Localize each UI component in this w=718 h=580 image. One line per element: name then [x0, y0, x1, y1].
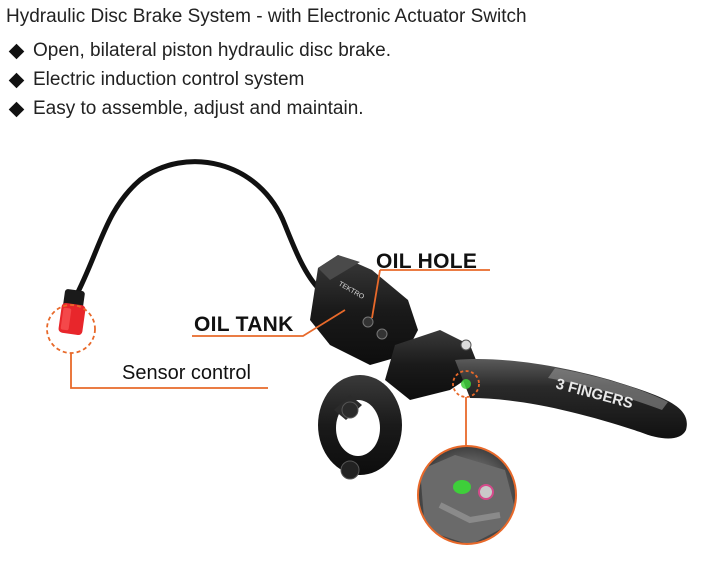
feature-text: Easy to assemble, adjust and maintain.: [33, 98, 364, 119]
magnet-zoom-detail: [418, 446, 516, 544]
feature-item: Easy to assemble, adjust and maintain.: [8, 98, 364, 120]
lever-arm: [385, 330, 480, 400]
brake-body: TEKTRO: [310, 255, 418, 365]
feature-item: Open, bilateral piston hydraulic disc br…: [8, 40, 391, 62]
sensor-connector: [58, 289, 86, 336]
feature-text: Electric induction control system: [33, 69, 305, 90]
sensor-cable: [72, 159, 323, 301]
lever-blade: [455, 359, 687, 439]
sensor-leader-line: [70, 353, 268, 389]
pivot-highlight-circle: [452, 370, 480, 398]
oil-tank-label: OIL TANK: [194, 313, 294, 336]
feature-text: Open, bilateral piston hydraulic disc br…: [33, 40, 392, 61]
oil-hole-label: OIL HOLE: [376, 250, 478, 273]
page-title: Hydraulic Disc Brake System - with Elect…: [6, 6, 527, 27]
sensor-control-label: Sensor control: [122, 362, 251, 384]
feature-item: Electric induction control system: [8, 69, 304, 91]
oil-tank-leader-line: [192, 309, 346, 337]
handlebar-clamp: [318, 375, 402, 480]
